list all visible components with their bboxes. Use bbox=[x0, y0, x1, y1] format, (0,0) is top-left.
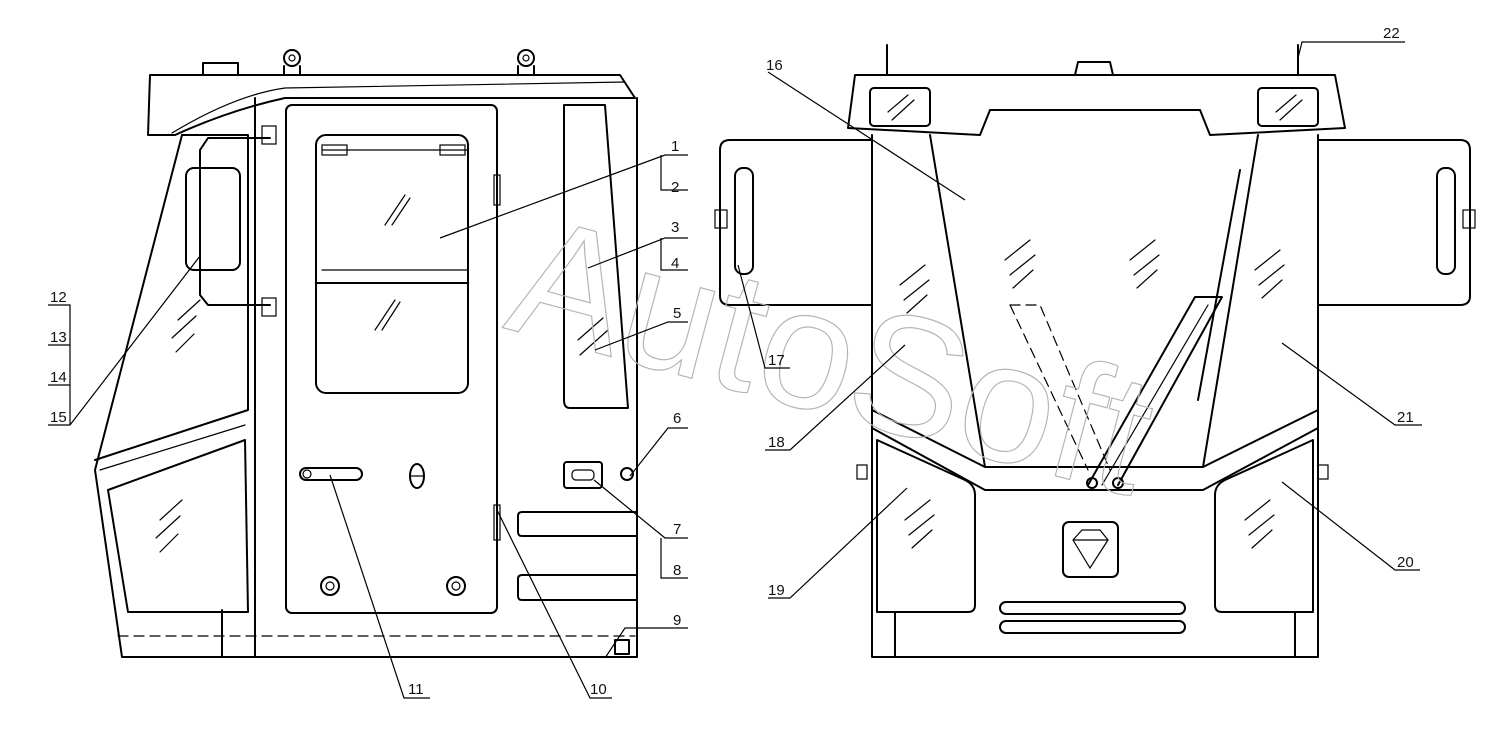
callout-16: 16 bbox=[766, 57, 783, 74]
lifting-eye-2 bbox=[517, 49, 535, 67]
grille-slot-upper bbox=[999, 601, 1186, 615]
callout-20: 20 bbox=[1397, 554, 1414, 571]
work-light-right bbox=[1257, 87, 1319, 127]
side-roof bbox=[147, 74, 636, 136]
work-light-left bbox=[869, 87, 931, 127]
wiper-sweep bbox=[1009, 304, 1111, 471]
mirror-bracket-right bbox=[1317, 139, 1471, 306]
callout-14: 14 bbox=[50, 369, 67, 386]
front-body bbox=[871, 134, 1319, 658]
callout-5: 5 bbox=[673, 305, 681, 322]
callout-17: 17 bbox=[768, 352, 785, 369]
door bbox=[285, 104, 498, 614]
callout-4: 4 bbox=[671, 255, 679, 272]
lifting-eye-1 bbox=[283, 49, 301, 67]
side-view bbox=[94, 49, 638, 658]
callout-3: 3 bbox=[671, 219, 679, 236]
wiper-blade bbox=[1197, 169, 1241, 401]
callout-9: 9 bbox=[673, 612, 681, 629]
door-window bbox=[315, 134, 469, 394]
side-lamp bbox=[563, 461, 603, 489]
side-mirror bbox=[185, 167, 241, 271]
callout-7: 7 bbox=[673, 521, 681, 538]
callout-18: 18 bbox=[768, 434, 785, 451]
side-body bbox=[94, 97, 638, 658]
grille-slot-lower bbox=[999, 620, 1186, 634]
roof-beacon bbox=[202, 62, 239, 76]
door-handle bbox=[299, 467, 363, 481]
mirror-bracket-left bbox=[719, 139, 873, 306]
callout-labels: 1 2 3 4 5 6 7 8 9 10 11 12 13 14 15 16 1… bbox=[50, 25, 1414, 698]
front-view bbox=[714, 44, 1476, 658]
callout-19: 19 bbox=[768, 582, 785, 599]
callout-10: 10 bbox=[590, 681, 607, 698]
callout-15: 15 bbox=[50, 409, 67, 426]
front-lower-glass-left bbox=[876, 439, 976, 613]
door-hinge-upper bbox=[493, 174, 501, 206]
front-roof bbox=[847, 74, 1346, 136]
brand-logo bbox=[1062, 521, 1119, 578]
louvre-upper bbox=[517, 511, 638, 537]
rear-side-window bbox=[563, 104, 629, 409]
leader-lines bbox=[48, 41, 1422, 699]
callout-22: 22 bbox=[1383, 25, 1400, 42]
louvre-lower bbox=[517, 574, 638, 601]
front-lower-glass-right bbox=[1214, 439, 1314, 613]
grab-handle bbox=[199, 137, 271, 306]
wiper-arm bbox=[1087, 296, 1223, 486]
door-hinge-lower bbox=[493, 504, 501, 541]
watermark: AutoSoft bbox=[492, 180, 1171, 532]
callout-8: 8 bbox=[673, 562, 681, 579]
callout-11: 11 bbox=[408, 681, 424, 698]
side-indicator bbox=[620, 467, 634, 481]
drain-plug bbox=[614, 639, 630, 655]
callout-6: 6 bbox=[673, 410, 681, 427]
mirror-right bbox=[1436, 167, 1456, 275]
front-beacon bbox=[1074, 61, 1114, 76]
callout-1: 1 bbox=[671, 138, 679, 155]
callout-2: 2 bbox=[671, 179, 679, 196]
callout-12: 12 bbox=[50, 289, 67, 306]
callout-21: 21 bbox=[1397, 409, 1414, 426]
mirror-left bbox=[734, 167, 754, 275]
callout-13: 13 bbox=[50, 329, 67, 346]
lower-front-glass bbox=[107, 439, 249, 613]
